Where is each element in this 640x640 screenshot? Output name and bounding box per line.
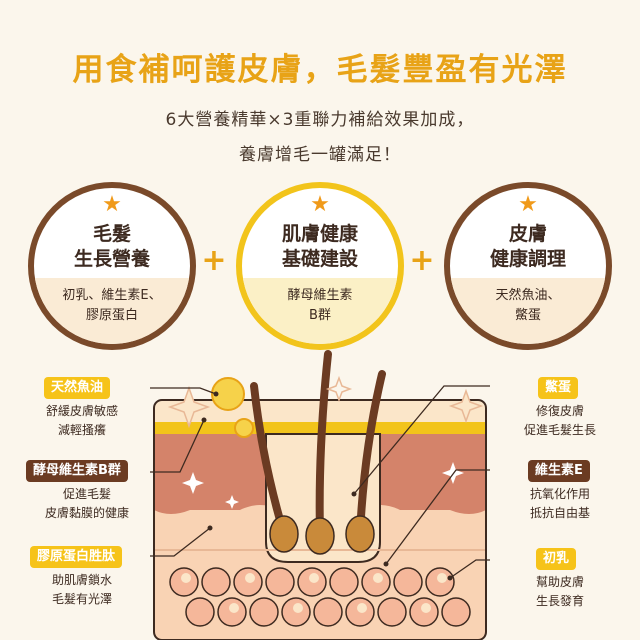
tag-yeast-vitamin-b: 酵母維生素B群 (26, 460, 128, 482)
note-collagen-peptide: 助肌膚鎖水毛髮有光澤 (51, 573, 112, 606)
note-colostrum: 幫助皮膚生長發育 (535, 575, 584, 608)
note-vitamin-e: 抗氧化作用抵抗自由基 (529, 487, 590, 520)
skin-cross-section-illustration (150, 350, 490, 640)
tag-colostrum: 初乳 (536, 548, 577, 570)
tag-vitamin-e: 維生素E (528, 460, 590, 482)
subtitle-line2: 養膚增毛一罐滿足！ (239, 145, 401, 165)
benefit-ingredients: 天然魚油、 鱉蛋 (495, 288, 561, 323)
headline: 用食補呵護皮膚，毛髮豐盈有光澤 (72, 52, 568, 88)
tag-fish-oil: 天然魚油 (44, 377, 111, 399)
tag-turtle-egg: 鱉蛋 (538, 377, 579, 399)
benefit-circle-hair-growth: ★ 毛髮 生長營養 初乳、維生素E、 膠原蛋白 (28, 182, 196, 350)
note-fish-oil: 舒緩皮膚敏感減輕搔癢 (45, 404, 118, 437)
benefit-ingredients: 初乳、維生素E、 膠原蛋白 (62, 288, 162, 323)
note-turtle-egg: 修復皮膚促進毛髮生長 (523, 404, 596, 437)
benefit-circle-skin-foundation: ★ 肌膚健康 基礎建設 酵母維生素 B群 (236, 182, 404, 350)
note-yeast-vitamin-b: 促進毛髮皮膚黏膜的健康 (44, 487, 129, 520)
benefit-title: 皮膚 健康調理 (489, 223, 566, 270)
star-icon: ★ (310, 192, 330, 217)
benefit-ingredient-panel: 酵母維生素 B群 (242, 278, 398, 344)
plus-icon: + (409, 243, 435, 278)
benefit-ingredients: 酵母維生素 B群 (287, 288, 353, 323)
benefit-ingredient-panel: 初乳、維生素E、 膠原蛋白 (34, 278, 190, 344)
benefit-title: 肌膚健康 基礎建設 (281, 223, 358, 270)
tag-collagen-peptide: 膠原蛋白胜肽 (30, 546, 123, 568)
benefit-title: 毛髮 生長營養 (73, 223, 150, 270)
star-icon: ★ (518, 192, 538, 217)
benefit-circle-skin-care: ★ 皮膚 健康調理 天然魚油、 鱉蛋 (444, 182, 612, 350)
subtitle-line1: 6大營養精華×3重聯力補給效果加成， (165, 110, 475, 130)
plus-icon: + (201, 243, 227, 278)
benefit-ingredient-panel: 天然魚油、 鱉蛋 (450, 278, 606, 344)
star-icon: ★ (102, 192, 122, 217)
